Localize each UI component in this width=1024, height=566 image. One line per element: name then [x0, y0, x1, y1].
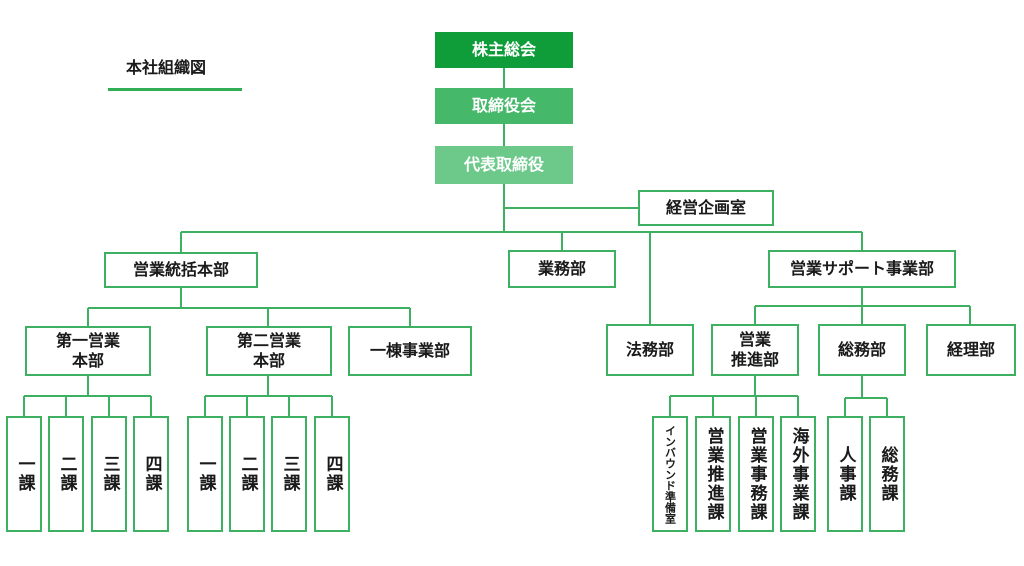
node-inbound[interactable]: インバウンド準備室 [652, 416, 688, 532]
node-overseas-sec[interactable]: 海外事業課 [780, 416, 816, 532]
node-sales-promo-sec[interactable]: 営業推進課 [695, 416, 731, 532]
node-s1-sec3[interactable]: 三課 [91, 416, 127, 532]
node-board[interactable]: 取締役会 [435, 88, 573, 124]
node-sales-promo[interactable]: 営業 推進部 [711, 324, 799, 376]
node-sales-admin-sec[interactable]: 営業事務課 [738, 416, 774, 532]
node-general-affairs[interactable]: 総務部 [818, 324, 906, 376]
node-sales-hq[interactable]: 営業統括本部 [104, 252, 258, 288]
node-sales-support[interactable]: 営業サポート事業部 [768, 250, 956, 288]
node-s2-sec1[interactable]: 一課 [187, 416, 223, 532]
node-s1-sec2[interactable]: 二課 [48, 416, 84, 532]
node-s1-sec4[interactable]: 四課 [133, 416, 169, 532]
node-s2-sec2[interactable]: 二課 [229, 416, 265, 532]
page-title: 本社組織図 [126, 58, 207, 77]
node-ceo[interactable]: 代表取締役 [435, 146, 573, 184]
node-ga-sec[interactable]: 総務課 [869, 416, 905, 532]
node-business[interactable]: 業務部 [508, 250, 616, 288]
node-shareholders[interactable]: 株主総会 [435, 32, 573, 68]
node-ikkomu[interactable]: 一棟事業部 [348, 326, 472, 376]
node-s1-sec1[interactable]: 一課 [6, 416, 42, 532]
node-s2-sec3[interactable]: 三課 [271, 416, 307, 532]
node-corporate-planning[interactable]: 経営企画室 [638, 190, 774, 226]
title-underline [108, 88, 242, 91]
node-legal[interactable]: 法務部 [606, 324, 694, 376]
node-sales2[interactable]: 第二営業 本部 [206, 326, 332, 376]
node-hr-sec[interactable]: 人事課 [827, 416, 863, 532]
node-sales1[interactable]: 第一営業 本部 [25, 326, 151, 376]
node-accounting[interactable]: 経理部 [926, 324, 1016, 376]
node-s2-sec4[interactable]: 四課 [314, 416, 350, 532]
